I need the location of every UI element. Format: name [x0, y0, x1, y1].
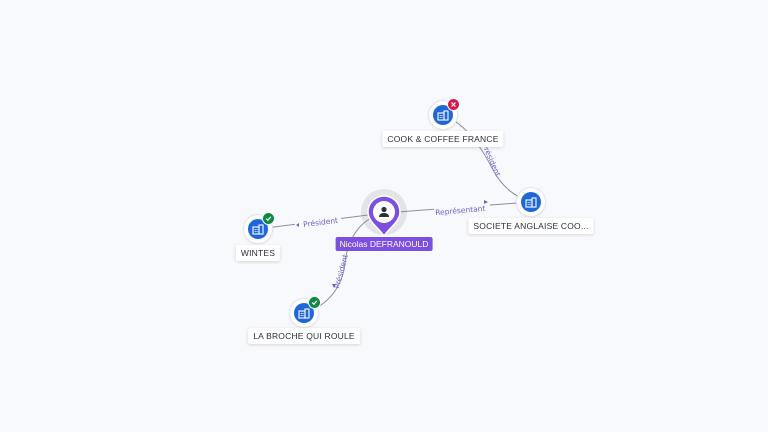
company-label-cook-coffee[interactable]: COOK & COFFEE FRANCE: [382, 131, 504, 147]
building-icon: [294, 303, 314, 323]
edge-label-representant: Représentant: [434, 200, 490, 217]
closed-status-icon: [447, 98, 460, 111]
svg-text:Président: Président: [480, 142, 502, 178]
building-icon: [521, 192, 541, 212]
company-node-la-broche[interactable]: [290, 296, 321, 327]
edge-label-president-cook: Président: [480, 142, 502, 178]
svg-text:Président: Président: [303, 216, 339, 229]
company-node-cook-coffee[interactable]: [429, 98, 460, 129]
active-status-icon: [308, 296, 321, 309]
svg-text:Représentant: Représentant: [435, 204, 486, 217]
company-node-societe-anglaise[interactable]: [517, 188, 545, 216]
building-icon: [248, 219, 268, 239]
person-icon: [379, 206, 389, 217]
edge-president-cook: [442, 114, 532, 203]
company-label-la-broche[interactable]: LA BROCHE QUI ROULE: [248, 328, 360, 344]
arrow-right-icon: [484, 200, 488, 204]
person-node[interactable]: [367, 195, 401, 237]
company-label-wintes[interactable]: WINTES: [235, 245, 281, 261]
arrow-left-icon: [296, 223, 299, 227]
company-label-societe-anglaise[interactable]: SOCIETE ANGLAISE COO...: [468, 218, 594, 234]
person-name-label[interactable]: Nicolas DEFRANOULD: [335, 237, 433, 251]
building-icon: [433, 105, 453, 125]
edge-label-president-broche: Président: [332, 253, 350, 290]
edge-label-president-wintes: Président: [295, 216, 341, 229]
edge-president-broche: [303, 212, 385, 314]
active-status-icon: [262, 212, 275, 225]
company-node-wintes[interactable]: [244, 212, 275, 243]
arrow-down-icon: [332, 284, 336, 288]
